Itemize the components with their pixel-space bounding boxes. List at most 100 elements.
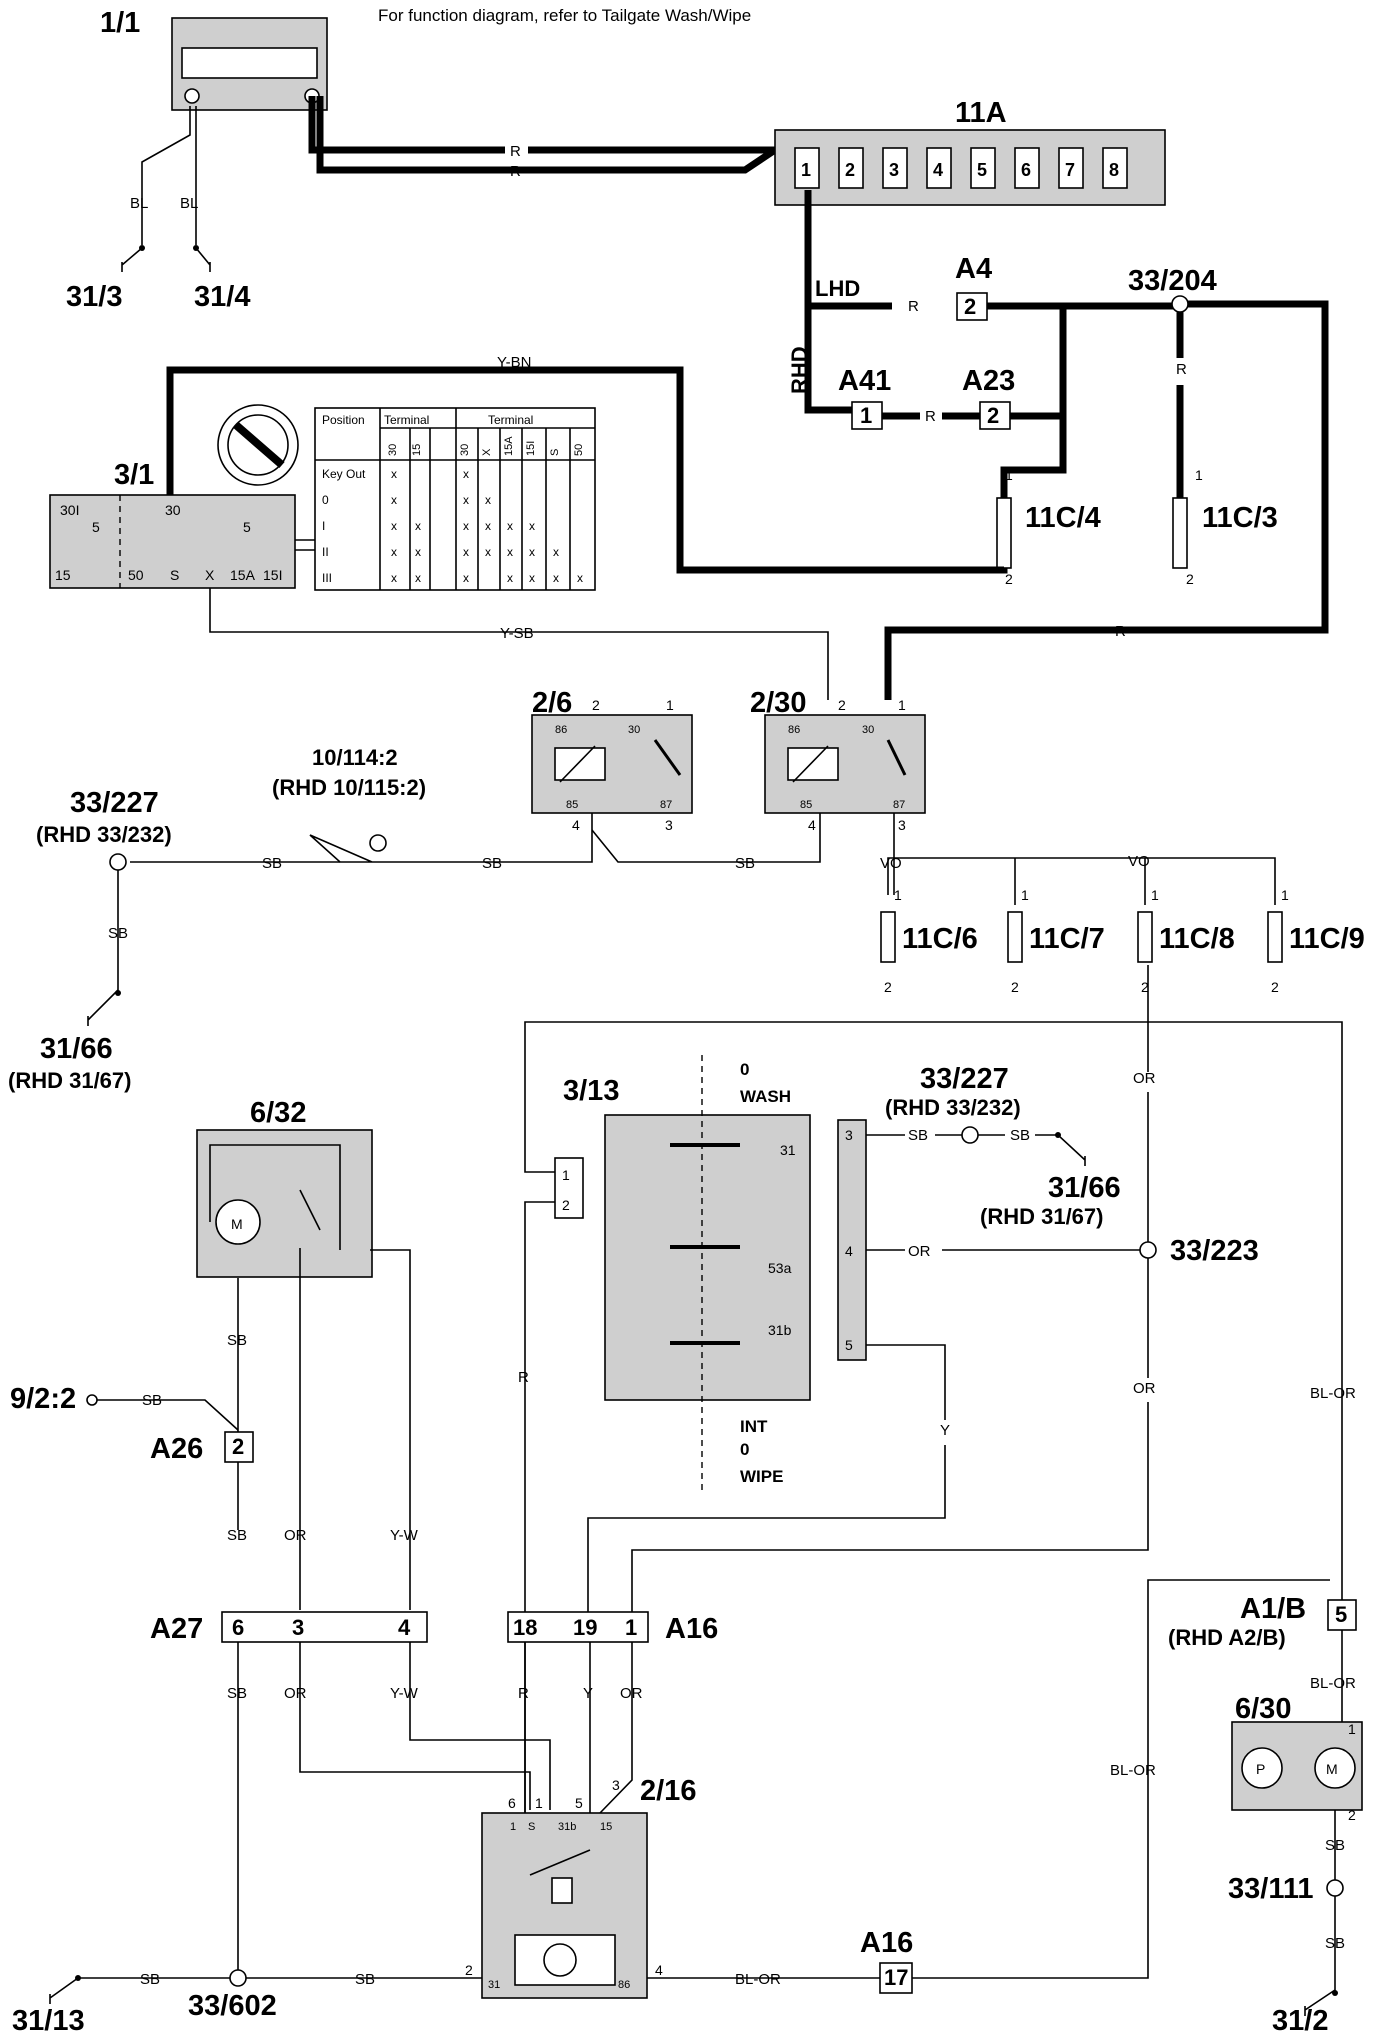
ign-table-mark: x [485,545,491,559]
fuse-11c-3-label: 11C/3 [1202,502,1278,534]
ign-switch-label: 3/1 [114,459,154,491]
washer-pump-label: 6/30 [1235,1693,1291,1725]
splice-10-114 [369,834,387,852]
washer-pump: P M [1231,1721,1363,1811]
ign-table-mark: x [463,545,469,559]
fuse-pin-top: 1 [1281,887,1289,903]
svg-text:M: M [1326,1761,1338,1777]
wire-yw-2: Y-W [390,1685,419,1702]
switch-conn-right [837,1119,867,1361]
ign-table-col: X [481,448,493,456]
relay-2-30-label: 2/30 [750,687,806,719]
svg-text:3: 3 [898,817,906,833]
svg-text:5: 5 [92,519,100,535]
wash-wipe-switch: 31 53a 31b [604,1055,811,1490]
svg-text:Terminal: Terminal [488,413,533,427]
splice-33-602-label: 33/602 [188,1990,277,2022]
fuse [1267,911,1283,963]
conn-a26-pin: 2 [232,1434,244,1459]
ign-table-row-label: 0 [322,493,329,507]
ign-table-col: 15 [411,444,423,456]
motor-icon [215,1199,261,1245]
wire-r-lhd: R [908,298,919,315]
splice-33-602 [229,1969,247,1987]
wire-r-fuse: R [1115,623,1126,640]
svg-text:3: 3 [292,1615,304,1640]
fuse-pin-bottom: 2 [1011,979,1019,995]
fuse-pin-bottom: 2 [1141,979,1149,995]
svg-text:1: 1 [1005,467,1013,483]
fuse-pin-bottom: 2 [884,979,892,995]
ign-table-mark: x [415,545,421,559]
fuse-label: 11C/6 [902,923,978,955]
fusebox-pin [1102,147,1128,189]
fuse-pin-bottom: 2 [1271,979,1279,995]
svg-text:2: 2 [1186,571,1194,587]
svg-text:X: X [205,567,215,583]
svg-text:31b: 31b [558,1821,576,1833]
svg-text:1: 1 [562,1167,570,1183]
wire-y-2: Y [583,1685,593,1702]
fusebox-pin-label: 5 [977,160,987,180]
ign-table-mark: x [415,519,421,533]
svg-text:4: 4 [845,1243,853,1259]
wire-or-2: OR [284,1685,307,1702]
fusebox-pin-label: 8 [1109,160,1119,180]
svg-text:2: 2 [465,1962,473,1978]
ground-31-2: 31/2 [1272,2005,1328,2036]
fuse [1137,911,1153,963]
conn-a26 [224,1431,254,1463]
ign-table-mark: x [529,545,535,559]
fusebox-pin-label: 3 [889,160,899,180]
ign-table-mark: x [391,571,397,585]
ign-table-mark: x [463,519,469,533]
svg-text:6: 6 [508,1795,516,1811]
splice-33-227 [109,853,127,871]
splice-33-227b-label: 33/227 [920,1063,1009,1095]
svg-text:86: 86 [555,724,567,736]
wire-sb-3: SB [735,855,755,872]
conn-a27 [221,1611,428,1643]
ign-table-row-label: III [322,571,332,585]
ign-table-col: S [549,449,561,456]
svg-text:2: 2 [592,697,600,713]
ign-table-mark: x [507,519,513,533]
ign-table-col: 30 [459,444,471,456]
battery [171,17,328,111]
svg-text:86: 86 [788,724,800,736]
conn-a4-pin: 2 [964,294,976,319]
svg-text:1: 1 [535,1795,543,1811]
svg-text:31: 31 [488,1979,500,1991]
ign-table-row-label: I [322,519,325,533]
svg-text:3: 3 [665,817,673,833]
ign-table-row-label: II [322,545,329,559]
wire-sb-4: SB [108,925,128,942]
ign-table-col: 15A [503,436,515,456]
svg-text:53a: 53a [768,1260,792,1276]
switch-positions-bottom: INT 0 WIPE [740,1417,783,1486]
fusebox-pin [882,147,908,189]
relay-2-6-label: 2/6 [532,687,572,719]
svg-text:2: 2 [1348,1807,1356,1823]
wire-sb-14: SB [1325,1935,1345,1952]
wire-or-3: OR [908,1243,931,1260]
wire-bl-or-2: BL-OR [735,1971,781,1988]
svg-text:M: M [231,1216,243,1232]
wire-or-5: OR [1133,1380,1156,1397]
fuse-11c-3: 1 2 [1172,467,1203,587]
pump-motor-icon [1314,1747,1356,1789]
fuse-label: 11C/9 [1289,923,1365,955]
wire-vo-1: VO [880,855,902,872]
svg-text:1: 1 [625,1615,637,1640]
wire-sb-2: SB [482,855,502,872]
ign-table-col: 50 [573,444,585,456]
relay-2-6: 86 30 85 87 [531,714,693,814]
svg-text:15A: 15A [230,567,256,583]
svg-text:15: 15 [600,1821,612,1833]
relay-2-30: 86 30 85 87 [764,714,926,814]
switch-3-13-label: 3/13 [563,1075,619,1107]
fusebox-pin-label: 1 [801,160,811,180]
svg-text:15: 15 [55,567,71,583]
fuse-pin-top: 1 [894,887,902,903]
